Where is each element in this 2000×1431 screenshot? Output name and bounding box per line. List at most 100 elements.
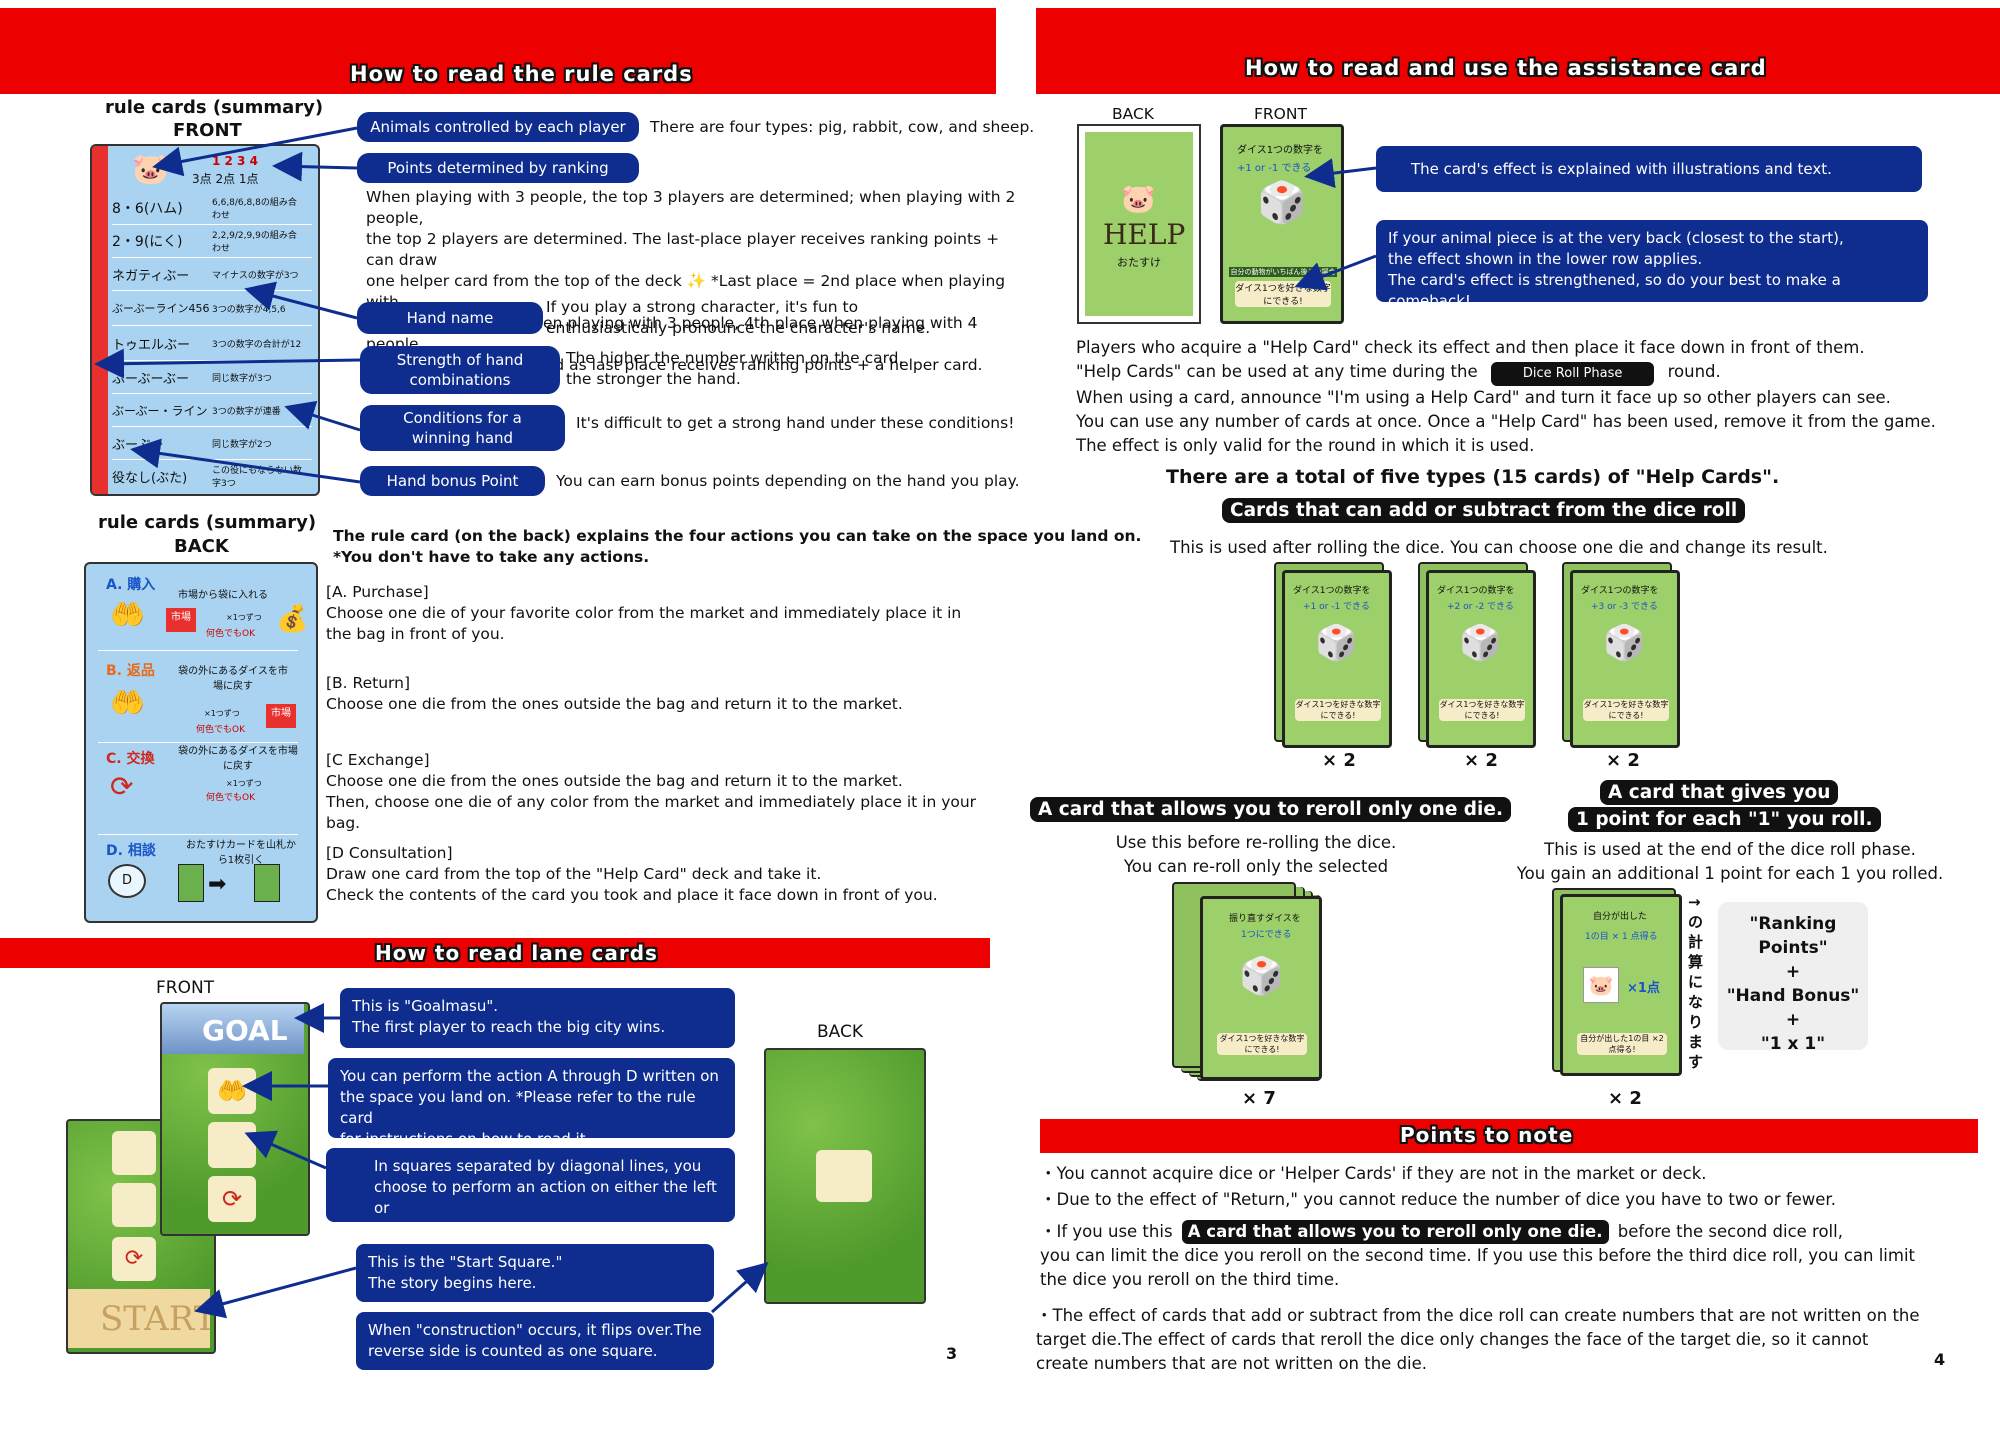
mult-plus1: × 2 [1322,750,1356,771]
note-line: ・Due to the effect of "Return," you cann… [1040,1190,1836,1209]
rc-back-title: rule cards (summary) [98,512,317,533]
note3: ・If you use this A card that allows you … [1040,1220,1990,1292]
para-line: You can use any number of cards at once.… [1076,412,1936,431]
action-line: Draw one card from the top of the "Help … [326,865,822,883]
dice-roll-phase-badge: Dice Roll Phase [1490,362,1655,386]
rule-card-red-strip [92,146,108,494]
card-plus3: ダイス1つの数字を +3 or -3 できる 🎲 ダイス1つを好きな数字にできる… [1570,570,1680,748]
back-card-b-note2: 何色でもOK [196,725,245,735]
arrow-start [194,1266,357,1319]
back-card-a-desc: 市場から袋に入れる [178,590,268,601]
dice-icon: 🎲 [1315,623,1358,663]
para-line: When using a card, announce "I'm using a… [1076,388,1891,407]
lane-box-line: You can perform the action A through D w… [340,1067,719,1085]
notes-header-title: Points to note [1400,1123,1574,1147]
back-card-d: D. 相談 [106,843,156,859]
lane-back-label: BACK [817,1022,864,1042]
card-point: 自分が出した 1の目 × 1 点得る 🐷 ×1点 自分が出した1の目 ×2点得る… [1560,894,1682,1076]
card-mod-text: +2 or -2 できる [1447,602,1514,612]
arrow-diagonal [244,1130,327,1170]
add-desc: This is used after rolling the dice. You… [1170,538,1828,557]
notes: ・You cannot acquire dice or 'Helper Card… [1040,1161,1990,1213]
left-header-bar [0,8,996,94]
mult-plus2: × 2 [1464,750,1498,771]
arrow-animals [152,126,358,177]
lane-box-construction: When "construction" occurs, it flips ove… [356,1312,714,1370]
exchange-icon: ⟳ [110,770,134,803]
bag-icon: 💰 [276,604,309,634]
note-line: ・You cannot acquire dice or 'Helper Card… [1040,1164,1707,1183]
left-header-title: How to read the rule cards [350,62,693,86]
para-line-dice: "Help Cards" can be used at any time dur… [1076,360,1976,386]
total-line: There are a total of five types (15 card… [1166,466,1780,488]
card-top-text: ダイス1つの数字を [1237,145,1324,156]
strength-line: The higher the number written on the car… [566,349,904,367]
arrow-bonus [130,438,361,484]
badge-reroll: A card that allows you to reroll only on… [1030,797,1511,822]
back-card-c-note2: 何色でもOK [206,793,255,803]
note4: ・The effect of cards that add or subtrac… [1036,1304,1986,1376]
action-line: Then, choose one die of any color from t… [326,793,977,832]
pill-bonus: Hand bonus Point [360,466,545,496]
back-card-b-desc: 袋の外にあるダイスを市場に戻す [178,666,288,692]
help-back-label: BACK [1112,105,1154,123]
strength-line: the stronger the hand. [566,370,741,388]
action-b: [B. Return] Choose one die from the ones… [326,673,976,715]
card-plus1: ダイス1つの数字を +1 or -1 できる 🎲 ダイス1つを好きな数字にできる… [1282,570,1392,748]
action-line: Choose one die from the ones outside the… [326,695,903,713]
para-line: The effect is only valid for the round i… [1076,436,1535,455]
card-low-text: 自分の動物がいちばん後ろの場合 [1229,267,1337,277]
note3-badge: A card that allows you to reroll only on… [1181,1220,1609,1244]
pig-icon: 🐷 [1121,182,1156,215]
action-line: Choose one die from the ones outside the… [326,772,903,790]
help-sub: おたすけ [1117,256,1161,269]
card-top-points: 3点 2点 1点 [192,172,259,186]
back-card-b: B. 返品 [106,663,155,679]
calc-line: "1 x 1" [1760,1034,1826,1054]
lane-box-line: the right. [374,1220,444,1238]
calc-box: "Ranking Points" + "Hand Bonus" + "1 x 1… [1718,902,1868,1054]
rc-front-title: rule cards (summary) [105,97,324,118]
calc-line: "Hand Bonus" [1726,986,1860,1006]
card-top-text: ダイス1つの数字を [1581,586,1659,596]
hand-dice-icon: 🎲 [1257,180,1307,226]
point-line: This is used at the end of the dice roll… [1544,840,1916,859]
card-top-text: ダイス1つの数字を [1293,586,1371,596]
back-card-c: C. 交換 [106,751,155,767]
action-title: [D Consultation] [326,844,453,862]
hand-name-text: If you play a strong character, it's fun… [546,297,930,339]
action-a: [A. Purchase] Choose one die of your fav… [326,582,976,645]
lane-box-goal: This is "Goalmasu". The first player to … [340,988,735,1048]
lane-space: ⟳ [112,1237,156,1281]
lane-box-line: When "construction" occurs, it flips ove… [368,1321,702,1339]
lane-header-title: How to read lane cards [375,941,658,965]
reroll-mod: 1つにできる [1241,930,1292,940]
help-card-back: 🐷 HELP おたすけ [1077,124,1201,324]
strength-text: The higher the number written on the car… [566,348,903,390]
hand-icon: 🤲 [110,598,145,631]
lane-box-line: This is "Goalmasu". [352,997,499,1015]
conditions-text: It's difficult to get a strong hand unde… [576,414,1015,432]
mult-reroll: × 7 [1242,1088,1276,1109]
help-logo: HELP [1103,218,1186,251]
pill-points: Points determined by ranking [357,153,639,183]
bonus-text: You can earn bonus points depending on t… [556,472,1020,490]
arrow-right-icon: ➡ [208,872,227,897]
back-card-b-note1: ×1つずつ [204,709,240,718]
arrow-effect [1304,158,1377,189]
return-hand-icon: 🤲 [110,686,145,719]
start-square [68,1289,210,1348]
notes-header-bar [1040,1119,1978,1153]
point-top: 自分が出した [1593,912,1648,922]
lane-space [112,1131,156,1175]
points-line: the top 2 players are determined. The la… [366,230,1000,269]
reroll-top: 振り直すダイスを [1229,914,1301,924]
page-number-left: 3 [946,1344,958,1363]
lane-box-start: This is the "Start Square." The story be… [356,1244,714,1302]
goal-text: GOAL [202,1014,288,1047]
right-header-bar [1036,8,2000,94]
note4-line: target die.The effect of cards that rero… [1036,1330,1869,1349]
